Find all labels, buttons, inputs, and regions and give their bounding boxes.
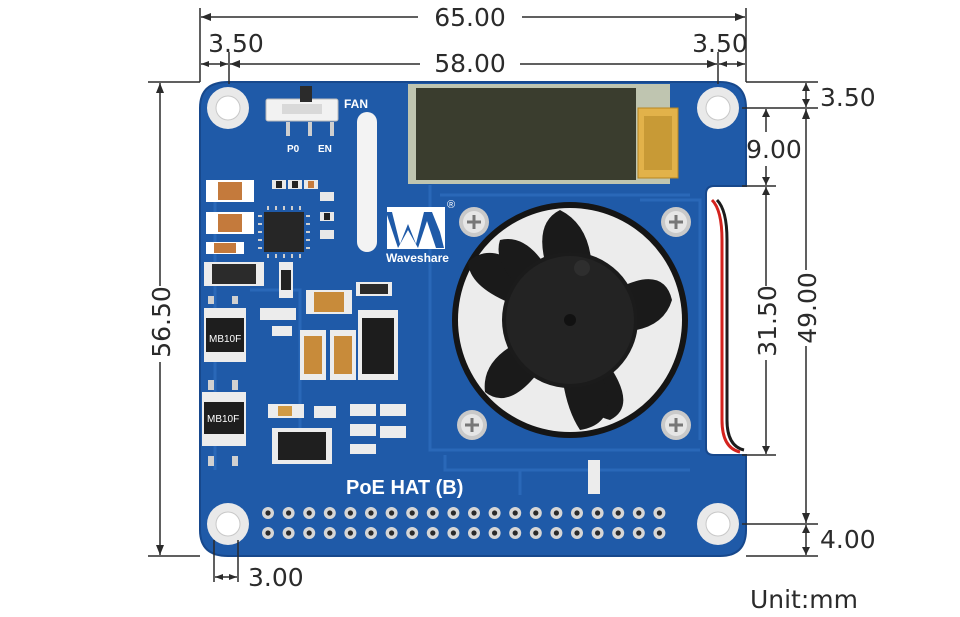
gpio-pin-hole xyxy=(409,530,415,536)
product-name: PoE HAT (B) xyxy=(346,477,463,499)
gpio-pin-hole xyxy=(327,510,333,516)
mounting-hole-top-right xyxy=(697,87,739,129)
oled-display xyxy=(408,84,679,184)
gpio-pin-hole xyxy=(636,510,642,516)
label-overall-width: 65.00 xyxy=(434,3,506,32)
gpio-pin-hole xyxy=(492,510,498,516)
mounting-hole-bottom-left xyxy=(207,503,249,545)
gpio-pin-hole xyxy=(636,530,642,536)
label-hole-inset-right: 3.50 xyxy=(692,29,748,58)
ic-label-1: MB10F xyxy=(209,334,241,345)
gpio-pin-hole xyxy=(533,530,539,536)
gpio-pin-hole xyxy=(553,530,560,536)
gpio-pin-hole xyxy=(347,510,353,516)
gpio-pin-hole xyxy=(492,530,498,536)
pcb-components: MB10F MB10F xyxy=(202,180,600,494)
label-hole-spacing-x: 58.00 xyxy=(434,49,506,78)
fan-switch: FAN P0 EN xyxy=(265,86,368,155)
dimension-annotations xyxy=(148,8,818,582)
gpio-pin-hole xyxy=(368,530,374,536)
gpio-header xyxy=(262,507,666,539)
gpio-pin-hole xyxy=(615,530,621,536)
gpio-pin-hole xyxy=(512,510,518,516)
gpio-pin-hole xyxy=(574,510,580,516)
label-hole-inset-left: 3.50 xyxy=(208,29,264,58)
gpio-pin-hole xyxy=(615,510,621,516)
gpio-pin-hole xyxy=(471,530,477,536)
gpio-pin-hole xyxy=(512,530,518,536)
fan-screws xyxy=(457,207,691,440)
gpio-pin-hole xyxy=(595,530,601,536)
label-fan-height: 31.50 xyxy=(753,285,782,357)
gpio-pin-hole xyxy=(409,510,415,516)
switch-label-en: EN xyxy=(318,144,332,155)
label-overall-height: 56.50 xyxy=(147,286,176,358)
gpio-pin-hole xyxy=(347,530,353,536)
gpio-pin-hole xyxy=(450,530,456,536)
gpio-pin-hole xyxy=(595,510,601,516)
brand-name: Waveshare xyxy=(386,251,449,265)
pcb-board: FAN P0 EN ® Waveshare xyxy=(199,81,747,557)
mounting-hole-bottom-right xyxy=(697,503,739,545)
label-hole-offset-bottom: 3.00 xyxy=(248,563,304,592)
gpio-pin-hole xyxy=(306,510,312,516)
gpio-pin-hole xyxy=(430,530,436,536)
mounting-hole-top-left xyxy=(207,87,249,129)
gpio-pin-hole xyxy=(533,510,539,516)
gpio-pin-hole xyxy=(265,510,271,516)
dimension-arrowheads xyxy=(156,13,810,580)
gpio-pin-hole xyxy=(471,510,477,516)
gpio-pin-hole xyxy=(553,510,560,516)
unit-label: Unit:mm xyxy=(750,585,858,614)
switch-label-p0: P0 xyxy=(287,144,300,155)
label-oled-height: 9.00 xyxy=(746,135,802,164)
pcb-traces xyxy=(213,180,702,495)
ic-label-2: MB10F xyxy=(207,414,239,425)
cooling-fan xyxy=(452,202,688,438)
gpio-pin-hole xyxy=(574,530,580,536)
dimension-labels: 65.00 58.00 3.50 3.50 3.50 9.00 4.00 3.0… xyxy=(147,3,876,614)
gpio-pin-hole xyxy=(286,510,292,516)
label-hole-spacing-y: 49.00 xyxy=(793,272,822,344)
gpio-pin-hole xyxy=(389,510,395,516)
label-hole-inset-top: 3.50 xyxy=(820,83,876,112)
waveshare-logo: ® Waveshare xyxy=(386,199,455,265)
gpio-pin-hole xyxy=(656,530,663,536)
gpio-pin-hole xyxy=(430,510,436,516)
gpio-pin-hole xyxy=(368,510,374,516)
gpio-pin-hole xyxy=(286,530,292,536)
board-slot xyxy=(357,112,377,252)
registered-mark: ® xyxy=(447,199,455,211)
gpio-pin-hole xyxy=(656,510,663,516)
gpio-pin-hole xyxy=(265,530,271,536)
gpio-pin-hole xyxy=(306,530,312,536)
gpio-pin-hole xyxy=(450,510,456,516)
label-hole-inset-bottom: 4.00 xyxy=(820,525,876,554)
gpio-pin-hole xyxy=(389,530,395,536)
gpio-pin-hole xyxy=(327,530,333,536)
switch-label-fan: FAN xyxy=(344,97,368,111)
fan-cable xyxy=(710,198,745,454)
